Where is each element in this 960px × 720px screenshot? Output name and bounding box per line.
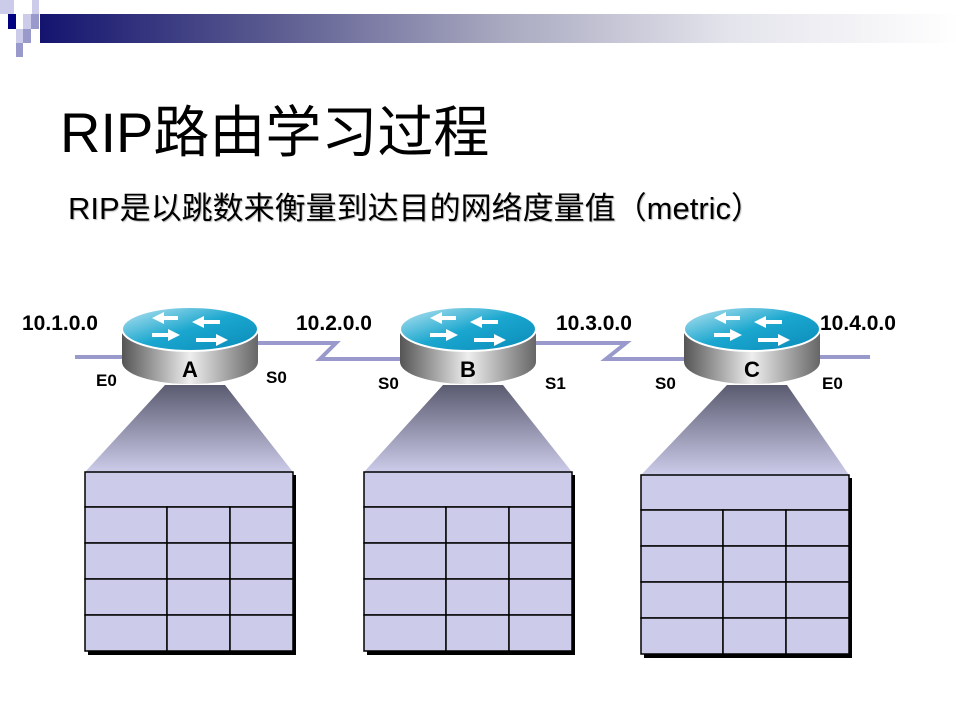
table-cell — [166, 614, 231, 652]
network-label: 10.2.0.0 — [296, 312, 372, 335]
router-name: C — [744, 357, 760, 382]
interface-label: S0 — [378, 374, 399, 393]
table-header-cell — [84, 471, 294, 508]
router-name: B — [460, 357, 476, 382]
decor-square — [23, 14, 31, 29]
serial-link-bc — [535, 341, 690, 361]
router-name: A — [182, 357, 198, 382]
table-cell — [508, 542, 573, 580]
table-cell — [445, 578, 510, 616]
table-cell — [722, 545, 787, 583]
table-cell — [166, 542, 231, 580]
router-a — [121, 306, 259, 384]
table-cell — [640, 509, 724, 547]
table-cell — [363, 506, 447, 544]
decor-square — [8, 14, 16, 29]
decor-square — [23, 29, 31, 43]
table-cell — [785, 617, 850, 655]
table-cell — [363, 542, 447, 580]
table-cell — [640, 617, 724, 655]
interface-label: S1 — [545, 374, 566, 393]
routing-table-a — [84, 471, 296, 655]
table-cell — [445, 542, 510, 580]
table-cell — [84, 578, 168, 616]
table-cell — [229, 578, 294, 616]
table-cell — [508, 614, 573, 652]
interface-label: E0 — [96, 371, 117, 390]
table-cell — [363, 578, 447, 616]
table-cell — [640, 581, 724, 619]
cone-b — [364, 385, 572, 472]
table-cell — [445, 506, 510, 544]
router-arrows-icon — [430, 312, 506, 346]
table-cell — [229, 506, 294, 544]
table-cell — [84, 614, 168, 652]
table-cell — [785, 509, 850, 547]
table-cell — [722, 581, 787, 619]
table-header-cell — [363, 471, 573, 508]
table-cell — [166, 578, 231, 616]
table-cell — [229, 542, 294, 580]
interface-label: E0 — [822, 374, 843, 393]
header-gradient-bar — [40, 14, 960, 43]
table-cell — [785, 545, 850, 583]
table-cell — [445, 614, 510, 652]
table-cell — [722, 509, 787, 547]
interface-label: S0 — [655, 374, 676, 393]
router-arrows-icon — [152, 312, 228, 346]
table-cell — [640, 545, 724, 583]
table-cell — [363, 614, 447, 652]
network-label: 10.3.0.0 — [556, 312, 632, 335]
slide-subtitle: RIP是以跳数来衡量到达目的网络度量值（metric） — [68, 191, 763, 226]
decor-square — [16, 43, 23, 57]
table-cell — [229, 614, 294, 652]
table-cell — [508, 506, 573, 544]
router-b — [399, 306, 537, 384]
interface-label: S0 — [266, 368, 287, 387]
table-cell — [785, 581, 850, 619]
table-header-cell — [640, 474, 850, 511]
table-cell — [84, 542, 168, 580]
table-cell — [508, 578, 573, 616]
decor-square — [0, 0, 14, 14]
router-arrows-icon — [714, 312, 790, 346]
decor-square — [31, 14, 39, 29]
table-cell — [84, 506, 168, 544]
table-cell — [166, 506, 231, 544]
router-c — [683, 306, 821, 384]
network-label: 10.1.0.0 — [22, 312, 98, 335]
decor-square — [16, 29, 23, 43]
decor-square — [32, 0, 39, 14]
table-cell — [722, 617, 787, 655]
slide-title: RIP路由学习过程 — [60, 101, 490, 164]
cone-a — [85, 385, 293, 472]
links — [75, 341, 870, 361]
routing-table-b — [363, 471, 575, 655]
network-label: 10.4.0.0 — [820, 312, 896, 335]
cone-c — [641, 385, 849, 475]
serial-link-ab — [255, 341, 400, 361]
routing-table-c — [640, 474, 852, 658]
